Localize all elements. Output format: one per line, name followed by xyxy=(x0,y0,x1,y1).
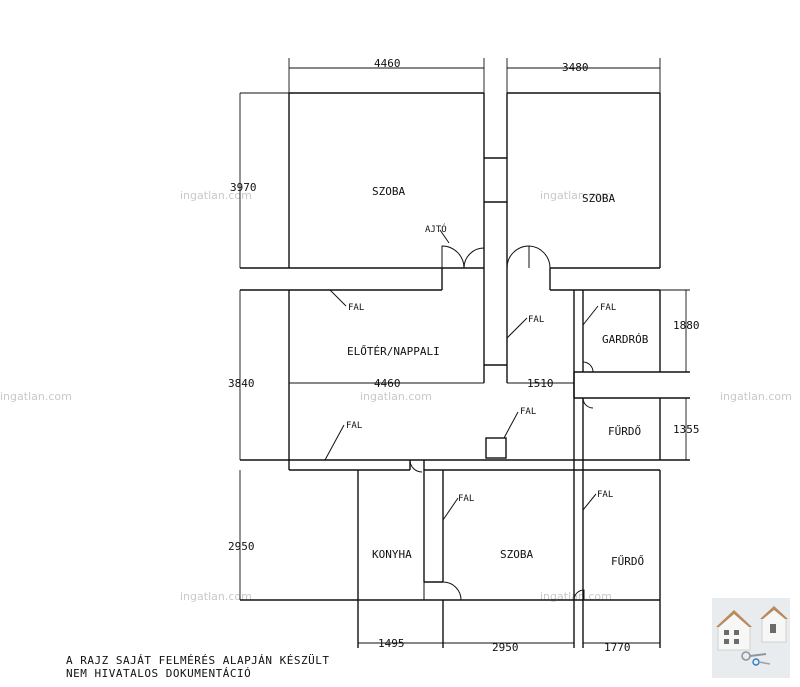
door-label: AJTÓ xyxy=(425,223,447,235)
wall-label: FAL xyxy=(348,303,364,313)
dimension-value: 4460 xyxy=(374,57,401,70)
wall-label: FAL xyxy=(597,490,613,500)
wall-label: FAL xyxy=(520,407,536,417)
walls xyxy=(240,92,690,648)
house-keys-icon xyxy=(712,598,790,678)
wall-label: FAL xyxy=(600,303,616,313)
dimension-value: 3840 xyxy=(228,377,255,390)
dimension-value: 1770 xyxy=(604,641,631,654)
watermark: ingatlan.com xyxy=(360,390,432,403)
watermark: ingatlan.com xyxy=(0,390,72,403)
dimension-value: 1355 xyxy=(673,423,700,436)
dimension-value: 2950 xyxy=(228,540,255,553)
room-label: SZOBA xyxy=(372,185,405,198)
wall-label: FAL xyxy=(528,315,544,325)
door-arc xyxy=(528,245,551,269)
door-arc xyxy=(573,589,585,601)
wall-label: FAL xyxy=(458,494,474,504)
house-keys-photo[interactable] xyxy=(712,598,790,678)
watermark: ingatlan.com xyxy=(540,590,612,603)
dimension-value: 1880 xyxy=(673,319,700,332)
watermark: ingatlan.com xyxy=(720,390,792,403)
dimension-value: 1510 xyxy=(527,377,554,390)
dimension-value: 1495 xyxy=(378,637,405,650)
room-label: FŰRDŐ xyxy=(611,554,644,568)
annotations: AJTÓ FAL FAL FAL FAL FAL FAL FAL xyxy=(346,223,616,504)
door-arc xyxy=(423,581,462,601)
note-line: NEM HIVATALOS DOKUMENTÁCIÓ xyxy=(66,667,251,680)
room-label: GARDRÓB xyxy=(602,333,649,346)
dimension-value: 2950 xyxy=(492,641,519,654)
watermark: ingatlan.com xyxy=(180,189,252,202)
dimension-value: 4460 xyxy=(374,377,401,390)
room-label: ELŐTÉR/NAPPALI xyxy=(347,344,440,358)
door-arc xyxy=(409,459,425,488)
room-label: KONYHA xyxy=(372,548,412,561)
door-arc xyxy=(463,247,485,269)
watermark: ingatlan.com xyxy=(180,590,252,603)
fal-leaders xyxy=(324,229,599,521)
dimension-labels: 4460 3480 3970 3840 2950 4460 1510 1880 … xyxy=(228,57,700,654)
note-line: A RAJZ SAJÁT FELMÉRÉS ALAPJÁN KÉSZÜLT xyxy=(66,654,330,667)
doors xyxy=(409,245,594,601)
dimension-lines xyxy=(239,58,690,644)
disclaimer-note: A RAJZ SAJÁT FELMÉRÉS ALAPJÁN KÉSZÜLT NE… xyxy=(66,654,330,680)
door-arc xyxy=(441,245,465,269)
room-label: SZOBA xyxy=(582,192,615,205)
door-arc xyxy=(582,361,594,409)
watermark: ingatlan.com xyxy=(540,189,612,202)
room-label: FŰRDŐ xyxy=(608,424,641,438)
room-label: SZOBA xyxy=(500,548,533,561)
door-arc xyxy=(506,245,530,269)
wall-label: FAL xyxy=(346,421,362,431)
dimension-value: 3970 xyxy=(230,181,257,194)
room-labels: SZOBA SZOBA ELŐTÉR/NAPPALI GARDRÓB FŰRDŐ… xyxy=(347,185,649,568)
dimension-value: 3480 xyxy=(562,61,589,74)
watermark-layer: ingatlan.com ingatlan.com ingatlan.com i… xyxy=(0,189,792,603)
